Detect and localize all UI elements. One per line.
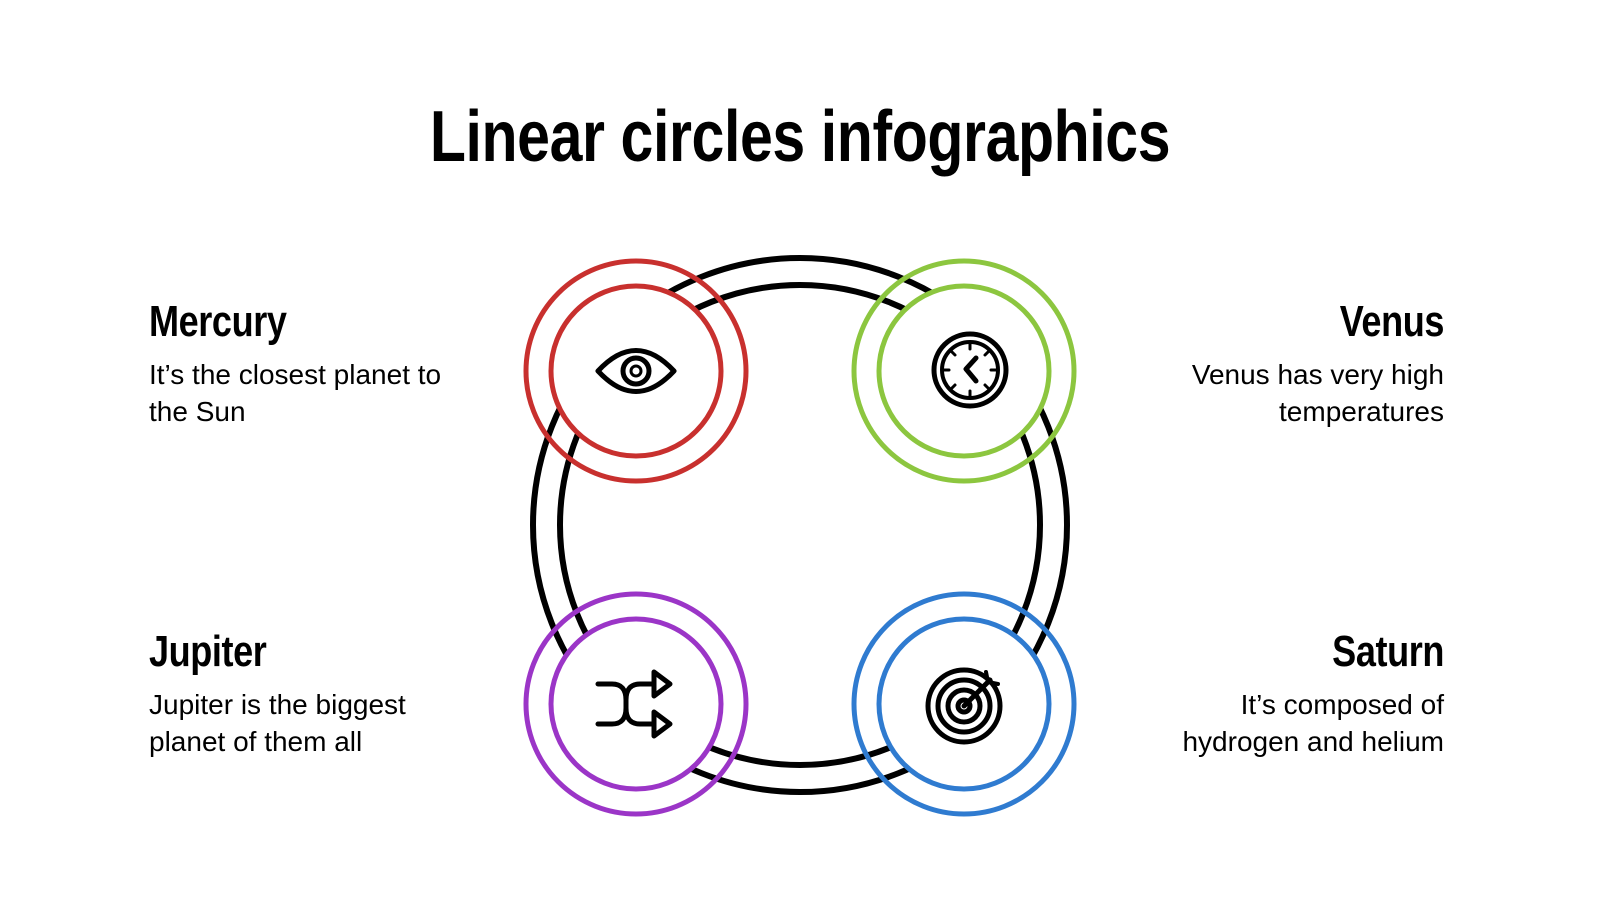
mercury-circle (523, 258, 749, 484)
saturn-circle (851, 591, 1077, 817)
jupiter-heading: Jupiter (149, 627, 267, 676)
mercury-block: Mercury It’s the closest planet to the S… (149, 296, 489, 430)
jupiter-outer-ring (523, 591, 749, 817)
jupiter-circle (523, 591, 749, 817)
jupiter-block: Jupiter Jupiter is the biggest planet of… (149, 626, 489, 760)
saturn-heading: Saturn (1332, 627, 1444, 676)
target-icon (925, 667, 1003, 745)
page-title: Linear circles infographics (429, 97, 1171, 177)
venus-circle (851, 258, 1077, 484)
venus-inner-ring (876, 283, 1052, 459)
saturn-block: Saturn It’s composed of hydrogen and hel… (1104, 626, 1444, 760)
eye-icon (595, 348, 677, 394)
venus-block: Venus Venus has very high temperatures (1104, 296, 1445, 430)
central-ring (530, 255, 1070, 795)
jupiter-inner-ring (548, 616, 724, 792)
mercury-heading: Mercury (149, 297, 287, 346)
mercury-outer-ring (523, 258, 749, 484)
venus-heading: Venus (1339, 297, 1445, 346)
clock-icon (931, 331, 1009, 409)
saturn-outer-ring (851, 591, 1077, 817)
inner-ring (557, 282, 1043, 768)
mercury-inner-ring (548, 283, 724, 459)
venus-outer-ring (851, 258, 1077, 484)
shuffle-icon (595, 669, 673, 739)
jupiter-description: Jupiter is the biggest planet of them al… (149, 689, 406, 757)
outer-ring (530, 255, 1070, 795)
venus-description: Venus has very high temperatures (1191, 359, 1444, 427)
saturn-description: It’s composed of hydrogen and helium (1182, 689, 1444, 757)
mercury-description: It’s the closest planet to the Sun (149, 359, 442, 427)
